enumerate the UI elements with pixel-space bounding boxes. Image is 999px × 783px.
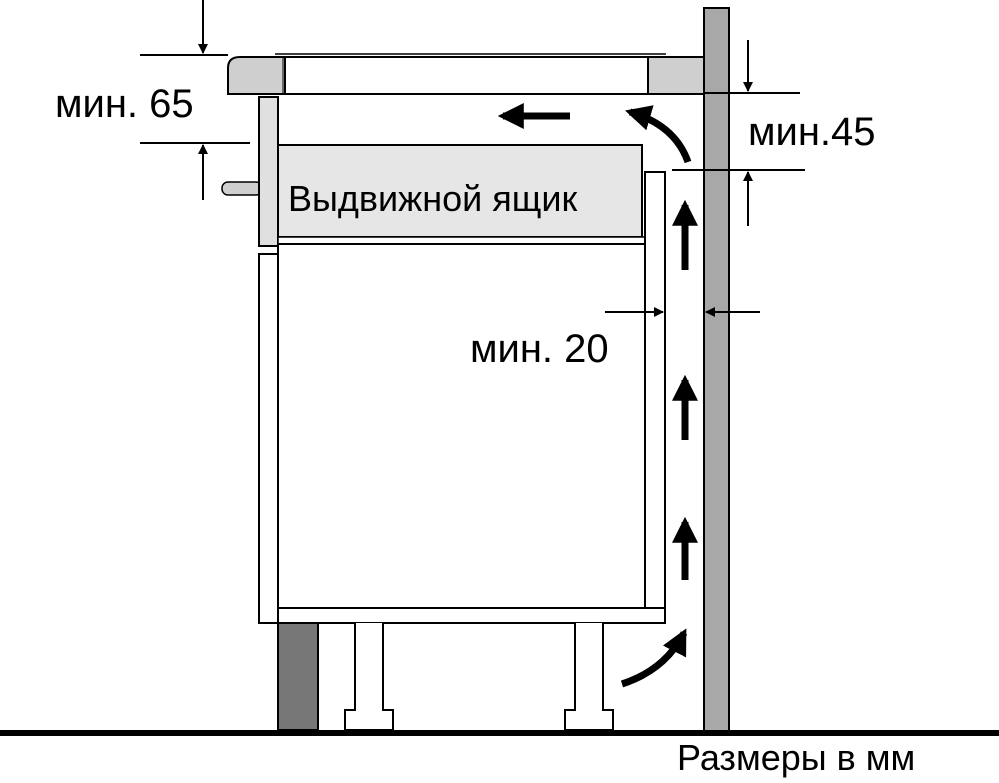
dimension-min65: мин. 65 xyxy=(55,0,250,200)
svg-text:мин. 20: мин. 20 xyxy=(470,327,609,371)
cabinet xyxy=(258,171,666,624)
units-caption: Размеры в мм xyxy=(677,737,915,778)
arrow-curve-bottom-icon xyxy=(620,628,688,688)
drawer-box xyxy=(277,144,643,238)
leg-left xyxy=(344,623,394,731)
wall xyxy=(703,7,730,733)
svg-text:мин.45: мин.45 xyxy=(748,110,876,154)
drawer-handle xyxy=(221,181,263,196)
svg-text:мин. 65: мин. 65 xyxy=(55,82,194,126)
dimension-min20: мин. 20 xyxy=(470,307,760,371)
airflow-arrows xyxy=(497,103,698,688)
dimension-min45: мин.45 xyxy=(672,40,876,226)
leg-right xyxy=(564,623,614,731)
plinth xyxy=(277,622,319,731)
arrow-curve-top-icon xyxy=(625,105,692,164)
worktop xyxy=(227,53,705,95)
drawer-front xyxy=(258,96,279,247)
drawer-label: Выдвижной ящик xyxy=(288,178,577,219)
